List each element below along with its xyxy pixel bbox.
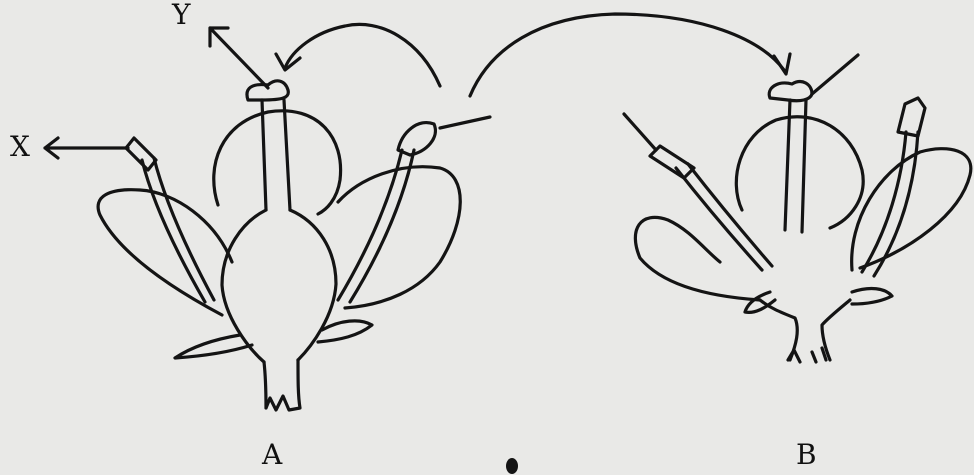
arrow-to-stigma-b-head xyxy=(774,54,790,74)
flower-b-left-sepal xyxy=(745,292,775,312)
flower-b-right-petal xyxy=(852,149,971,270)
flower-a xyxy=(98,81,490,410)
flower-a-receptacle xyxy=(264,360,300,410)
label-pointers xyxy=(45,28,268,158)
flower-b-pointer-line xyxy=(624,114,656,150)
flower-a-left-anther xyxy=(126,138,156,170)
flower-a-right-sepal xyxy=(318,321,372,342)
flower-b-back-petal xyxy=(736,117,863,228)
flower-a-right-filament xyxy=(338,150,414,302)
pollination-arrows xyxy=(276,14,790,96)
flower-b-receptacle xyxy=(760,300,850,362)
x-arrow xyxy=(45,138,128,158)
y-arrow xyxy=(210,28,268,88)
flower-b-right-sepal xyxy=(852,289,892,304)
label-x: X xyxy=(10,130,30,163)
ink-speck xyxy=(506,458,518,474)
flower-b-stigma-pointer xyxy=(812,55,858,94)
flower-a-right-petal xyxy=(338,167,460,308)
label-y: Y xyxy=(171,0,191,31)
flower-a-ovary xyxy=(222,210,336,362)
flower-a-style xyxy=(262,100,290,210)
flower-b-right-anther xyxy=(898,98,925,136)
flower-b-stigma xyxy=(769,82,812,101)
flower-a-pointer-line xyxy=(440,117,490,128)
flower-a-back-petal xyxy=(214,111,341,214)
flower-a-right-anther xyxy=(398,123,435,155)
flower-a-left-sepal xyxy=(175,335,252,358)
label-flower-b: B xyxy=(796,438,817,471)
flower-a-left-filament xyxy=(142,158,214,302)
flower-b xyxy=(624,55,971,362)
flower-b-left-filament xyxy=(676,164,772,270)
label-flower-a: A xyxy=(261,438,283,471)
arrow-to-stigma-b xyxy=(470,14,784,96)
flower-a-stigma xyxy=(247,81,288,100)
flower-b-style xyxy=(785,100,806,232)
arrow-to-stigma-a xyxy=(285,24,440,86)
